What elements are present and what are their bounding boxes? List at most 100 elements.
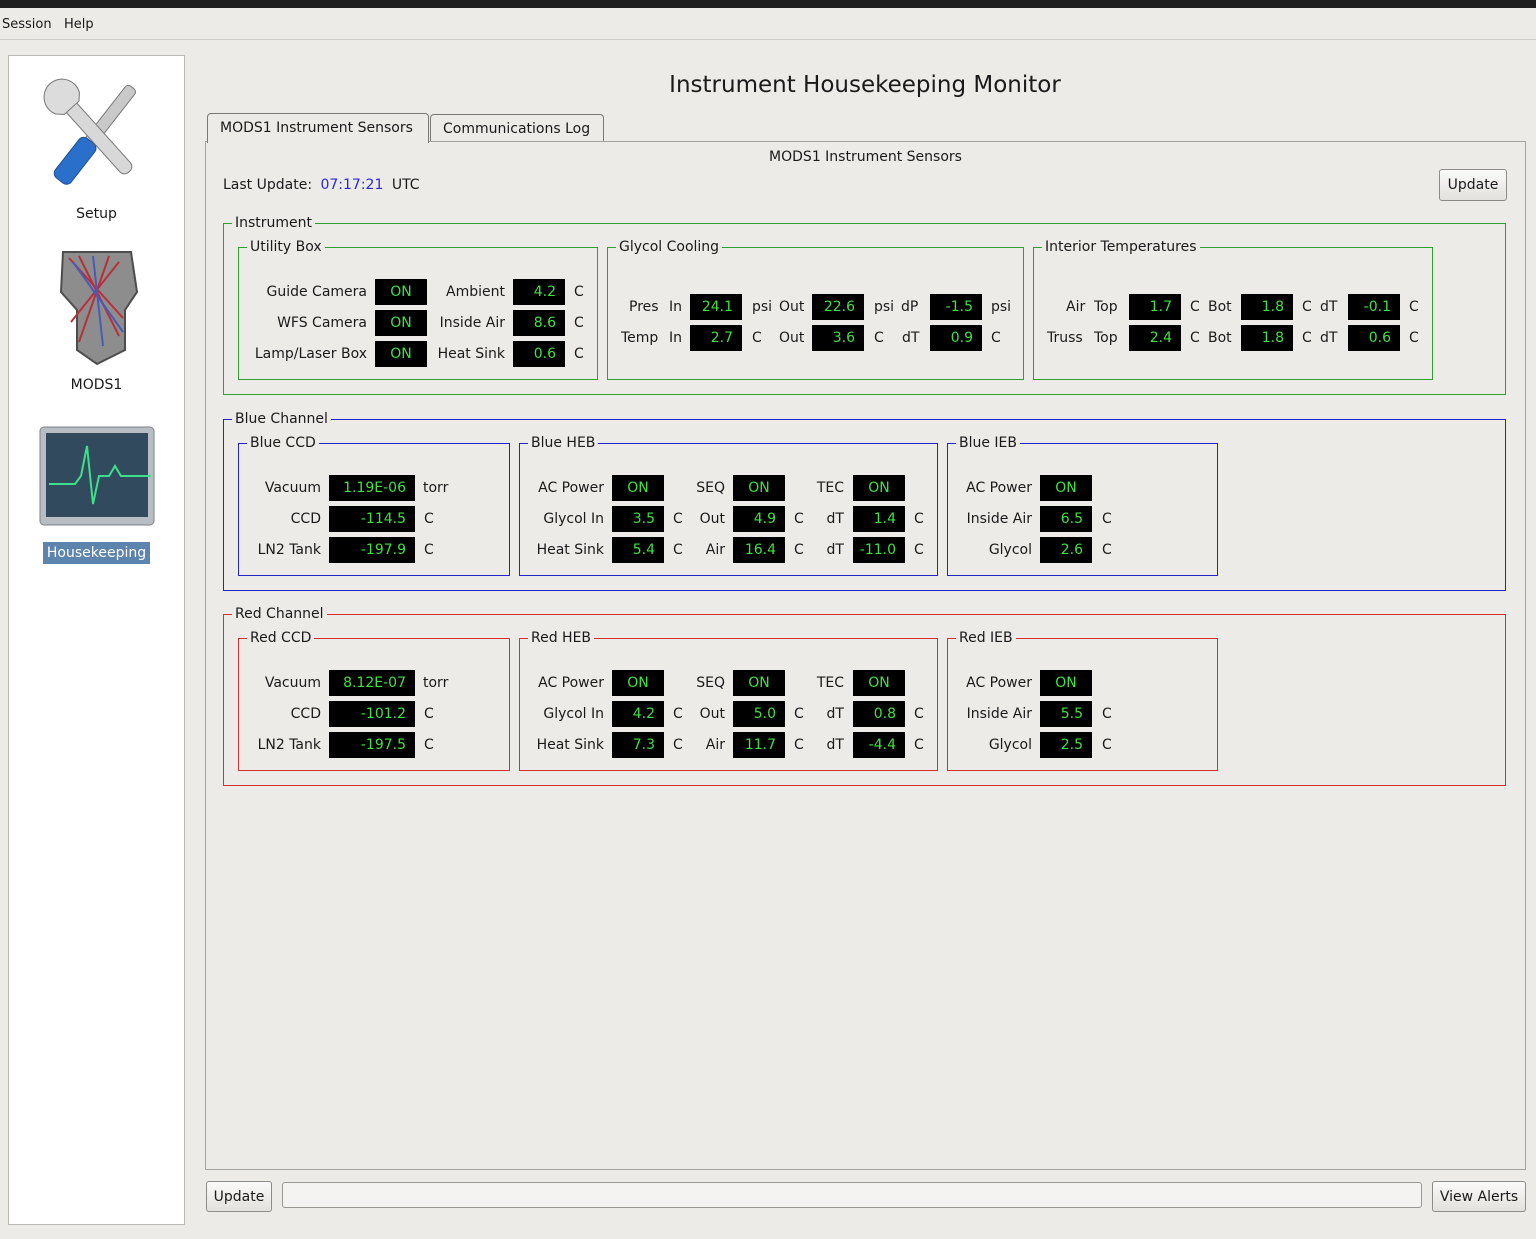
interior-air-dt-label: dT [1320, 299, 1338, 315]
red-ln2-label: LN2 Tank [257, 737, 321, 753]
interior-truss-dt-unit: C [1409, 330, 1419, 346]
blue-heb-air-unit: C [794, 542, 804, 558]
blue-heb-heat-sink-value: 5.4 [612, 537, 664, 563]
glycol-dt-label: dT [902, 330, 920, 346]
lamp-laser-status: ON [375, 341, 427, 367]
red-heb-out-value: 5.0 [733, 701, 785, 727]
interior-truss-dt-value: 0.6 [1348, 325, 1400, 351]
view-alerts-button[interactable]: View Alerts [1432, 1181, 1526, 1212]
glycol-temp-label: Temp [621, 330, 659, 346]
interior-air-top-value: 1.7 [1129, 294, 1181, 320]
guide-camera-label: Guide Camera [266, 284, 367, 300]
blue-heb-title: Blue HEB [528, 434, 599, 452]
red-heb-seq-status: ON [733, 670, 785, 696]
inside-air-value: 8.6 [513, 310, 565, 336]
heat-sink-unit: C [574, 346, 584, 362]
red-heb-tec-status: ON [853, 670, 905, 696]
glycol-temp-out-value: 3.6 [812, 325, 864, 351]
interior-truss-bot-label: Bot [1208, 330, 1232, 346]
glycol-pres-in-label: In [669, 299, 683, 315]
glycol-cooling-title: Glycol Cooling [616, 238, 723, 256]
interior-temps-group: Interior Temperatures [1033, 238, 1433, 380]
blue-heb-ac-label: AC Power [538, 480, 604, 496]
glycol-temp-in-value: 2.7 [690, 325, 742, 351]
red-heb-ac-status: ON [612, 670, 664, 696]
status-field[interactable] [282, 1182, 1422, 1208]
menu-session[interactable]: Session [2, 17, 52, 32]
sidebar-label-setup: Setup [76, 206, 117, 222]
blue-heb-tec-status: ON [853, 475, 905, 501]
tab-mods1-instrument-sensors[interactable]: MODS1 Instrument Sensors [207, 113, 429, 143]
red-heb-dt1-unit: C [914, 706, 924, 722]
blue-heb-dt2-label: dT [826, 542, 844, 558]
sidebar-item-setup[interactable]: Setup [9, 74, 184, 225]
red-heb-dt1-label: dT [826, 706, 844, 722]
red-ieb-glycol-label: Glycol [988, 737, 1032, 753]
interior-air-bot-value: 1.8 [1241, 294, 1293, 320]
wfs-camera-status: ON [375, 310, 427, 336]
last-update-label: Last Update: [223, 177, 313, 193]
blue-ccd-group: Blue CCD [238, 434, 510, 576]
red-vacuum-unit: torr [423, 675, 449, 691]
red-ieb-inside-air-label: Inside Air [966, 706, 1032, 722]
sidebar-item-housekeeping[interactable]: Housekeeping [9, 426, 184, 564]
interior-truss-bot-value: 1.8 [1241, 325, 1293, 351]
red-heb-out-unit: C [794, 706, 804, 722]
red-heb-tec-label: TEC [816, 675, 844, 691]
inside-air-label: Inside Air [439, 315, 505, 331]
glycol-temp-in-unit: C [752, 330, 762, 346]
monitor-icon [39, 426, 154, 526]
red-vacuum-label: Vacuum [264, 675, 321, 691]
red-ieb-glycol-unit: C [1102, 737, 1112, 753]
ambient-unit: C [574, 284, 584, 300]
last-update-time: 07:17:21 [320, 177, 384, 193]
instrument-icon [59, 251, 138, 366]
interior-air-dt-unit: C [1409, 299, 1419, 315]
red-ieb-ac-status: ON [1040, 670, 1092, 696]
glycol-pres-in-value: 24.1 [690, 294, 742, 320]
tab-communications-log[interactable]: Communications Log [430, 114, 604, 141]
inside-air-unit: C [574, 315, 584, 331]
glycol-pres-label: Pres [629, 299, 659, 315]
blue-heb-dt1-value: 1.4 [853, 506, 905, 532]
sidebar-item-mods1[interactable]: MODS1 [9, 242, 184, 396]
interior-air-top-unit: C [1190, 299, 1200, 315]
blue-heb-dt1-label: dT [826, 511, 844, 527]
blue-heb-group: Blue HEB [519, 434, 938, 576]
blue-heb-glycol-in-value: 3.5 [612, 506, 664, 532]
blue-heb-out-unit: C [794, 511, 804, 527]
blue-ieb-glycol-label: Glycol [988, 542, 1032, 558]
blue-channel-group: Blue Channel [223, 410, 1506, 591]
interior-truss-bot-unit: C [1302, 330, 1312, 346]
panel-title: MODS1 Instrument Sensors [205, 149, 1526, 165]
red-ln2-unit: C [424, 737, 434, 753]
footer-update-button[interactable]: Update [206, 1181, 272, 1212]
glycol-pres-in-unit: psi [752, 299, 773, 315]
red-heb-glycol-in-label: Glycol In [543, 706, 604, 722]
red-ccd-temp-label: CCD [290, 706, 321, 722]
blue-heb-seq-status: ON [733, 475, 785, 501]
red-heb-heat-sink-value: 7.3 [612, 732, 664, 758]
red-ieb-inside-air-value: 5.5 [1040, 701, 1092, 727]
blue-ln2-value: -197.9 [329, 537, 415, 563]
blue-ln2-label: LN2 Tank [257, 542, 321, 558]
red-ieb-ac-label: AC Power [966, 675, 1032, 691]
red-heb-group: Red HEB [519, 629, 938, 771]
last-update-tz: UTC [391, 177, 420, 193]
window-top-strip [0, 0, 1536, 8]
sidebar: Setup MODS1 Housekeeping [8, 55, 185, 1225]
glycol-temp-out-label: Out [779, 330, 805, 346]
red-heb-seq-label: SEQ [696, 675, 725, 691]
panel-update-button[interactable]: Update [1439, 169, 1507, 201]
blue-heb-glycol-in-unit: C [673, 511, 683, 527]
blue-ccd-temp-value: -114.5 [329, 506, 415, 532]
menu-help[interactable]: Help [64, 17, 94, 32]
instrument-group-title: Instrument [232, 214, 316, 232]
glycol-dp-label: dP [901, 299, 919, 315]
blue-heb-ac-status: ON [612, 475, 664, 501]
blue-heb-dt2-unit: C [914, 542, 924, 558]
red-ln2-value: -197.5 [329, 732, 415, 758]
page-title: Instrument Housekeeping Monitor [669, 72, 1061, 98]
blue-ccd-title: Blue CCD [247, 434, 319, 452]
red-channel-title: Red Channel [232, 605, 327, 623]
